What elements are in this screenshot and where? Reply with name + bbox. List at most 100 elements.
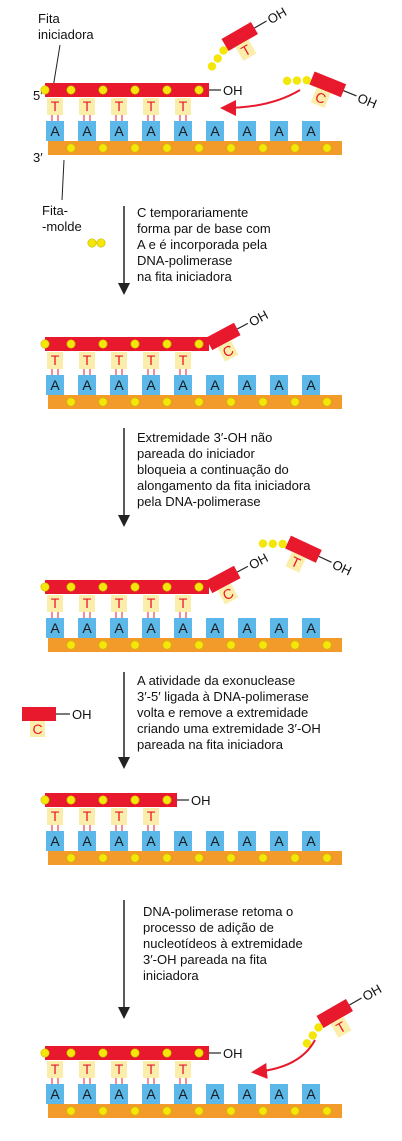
base-a-letter: A <box>210 377 220 393</box>
primer-phosphate <box>40 85 50 95</box>
base-a-letter: A <box>146 377 156 393</box>
oh-label: OH <box>223 1046 243 1061</box>
base-t-letter: T <box>147 1061 156 1077</box>
base-t-letter: T <box>179 98 188 114</box>
template-phosphate <box>66 853 76 863</box>
template-phosphate <box>130 397 140 407</box>
template-phosphate <box>290 397 300 407</box>
base-a <box>174 121 192 141</box>
caption-3-line: criando uma extremidade 3′-OH <box>137 721 321 736</box>
primer-phosphate <box>66 582 76 592</box>
base-t-letter: T <box>115 1061 124 1077</box>
phosphate-dot <box>302 1039 312 1048</box>
base-t <box>79 352 95 369</box>
base-t-letter: T <box>51 808 60 824</box>
primer-phosphate <box>40 1048 50 1058</box>
base-a <box>174 618 192 638</box>
oh-label: OH <box>330 557 354 579</box>
caption-3: A atividade da exonuclease 3′-5′ ligada … <box>137 673 321 752</box>
base-t-letter: T <box>115 595 124 611</box>
base-a <box>238 618 256 638</box>
base-t <box>47 352 63 369</box>
three-prime-label: 3′ <box>33 150 43 165</box>
template-phosphate <box>66 1106 76 1116</box>
base-a-letter: A <box>242 833 252 849</box>
template-phosphate <box>162 1106 172 1116</box>
caption-4-line: nucleotídeos à extremidade <box>143 936 303 951</box>
template-phosphate <box>322 853 332 863</box>
base-t <box>175 1061 191 1078</box>
base-a-letter: A <box>306 620 316 636</box>
template-phosphate <box>130 143 140 153</box>
phosphate-dot <box>268 539 278 548</box>
caption-2-line: pareada do iniciador <box>137 446 255 461</box>
primer-label-line2: iniciadora <box>38 27 94 42</box>
base-a <box>142 375 160 395</box>
base-a <box>270 1084 288 1104</box>
base-a <box>78 375 96 395</box>
base-a <box>78 831 96 851</box>
primer-phosphate <box>40 582 50 592</box>
oh-bond <box>349 997 362 1006</box>
base-a-letter: A <box>114 123 124 139</box>
base-a-letter: A <box>274 833 284 849</box>
base-a-letter: A <box>178 833 188 849</box>
base-a <box>270 618 288 638</box>
base-a-letter: A <box>178 1086 188 1102</box>
base-a-letter: A <box>82 377 92 393</box>
phosphate-dot <box>207 62 217 71</box>
primer-phosphate <box>194 582 204 592</box>
base-a <box>174 375 192 395</box>
base-t-letter: T <box>147 98 156 114</box>
nucleotide-sugar <box>22 707 56 721</box>
base-a-letter: A <box>242 620 252 636</box>
oh-bond <box>318 555 332 563</box>
base-a-letter: A <box>210 123 220 139</box>
caption-2-line: bloqueia a continuação do <box>137 462 289 477</box>
base-a <box>110 121 128 141</box>
base-a <box>270 831 288 851</box>
nucleotide-sugar <box>221 21 258 52</box>
caption-1-line: A e é incorporada pela <box>137 237 268 252</box>
base-t <box>79 595 95 612</box>
template-phosphate <box>258 853 268 863</box>
base-a <box>110 1084 128 1104</box>
base-a <box>78 1084 96 1104</box>
template-phosphate <box>322 143 332 153</box>
template-phosphate <box>226 853 236 863</box>
base-t <box>79 808 95 825</box>
primer-phosphate <box>162 582 172 592</box>
primer-phosphate <box>40 795 50 805</box>
phosphate-dot <box>213 54 222 63</box>
oh-bond <box>236 565 249 573</box>
template-phosphate <box>98 853 108 863</box>
base-a-letter: A <box>146 620 156 636</box>
template-phosphate <box>322 640 332 650</box>
base-t <box>111 1061 127 1078</box>
oh-label: OH <box>360 981 384 1004</box>
base-t <box>47 1061 63 1078</box>
template-phosphate <box>162 143 172 153</box>
incoming-t-nucleotide-2: TOH <box>302 981 384 1048</box>
primer-phosphate <box>162 795 172 805</box>
phosphate-dot <box>278 539 287 549</box>
incorporation-arrow-1 <box>220 89 301 116</box>
base-a <box>110 618 128 638</box>
base-t <box>79 1061 95 1078</box>
base-t <box>47 595 63 612</box>
caption-2-line: alongamento da fita iniciadora <box>137 478 311 493</box>
caption-1-line: C temporariamente <box>137 205 248 220</box>
base-t-letter: T <box>83 352 92 368</box>
caption-3-line: A atividade da exonuclease <box>137 673 295 688</box>
base-t <box>111 808 127 825</box>
template-phosphate <box>258 143 268 153</box>
base-a-letter: A <box>242 377 252 393</box>
template-phosphate <box>194 1106 204 1116</box>
base-t <box>175 352 191 369</box>
base-t-letter: T <box>179 1061 188 1077</box>
template-phosphate <box>258 397 268 407</box>
